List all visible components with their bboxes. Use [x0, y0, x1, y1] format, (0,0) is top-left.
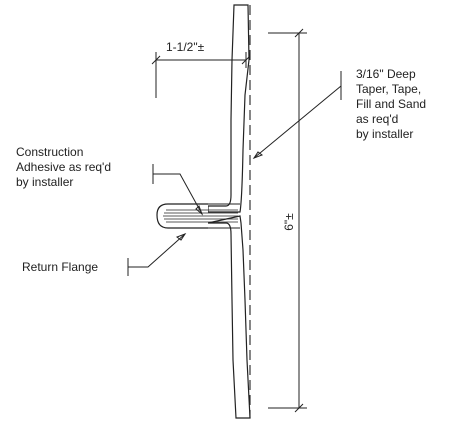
- width-dimension: [151, 52, 251, 98]
- wall-upper: [207, 4, 250, 213]
- adhesive-note: Construction Adhesive as req'd by instal…: [16, 145, 114, 189]
- wall-lower: [207, 215, 251, 419]
- width-dimension-label: 1-1/2"±: [166, 40, 205, 54]
- height-dimension-label: 6"±: [282, 213, 296, 231]
- height-dimension: [268, 28, 307, 413]
- flange-leader: [127, 232, 187, 276]
- taper-leader: [252, 71, 342, 160]
- adhesive-leader: [152, 164, 204, 216]
- flange-note: Return Flange: [22, 260, 98, 274]
- taper-note: 3/16" Deep Taper, Tape, Fill and Sand as…: [356, 67, 429, 141]
